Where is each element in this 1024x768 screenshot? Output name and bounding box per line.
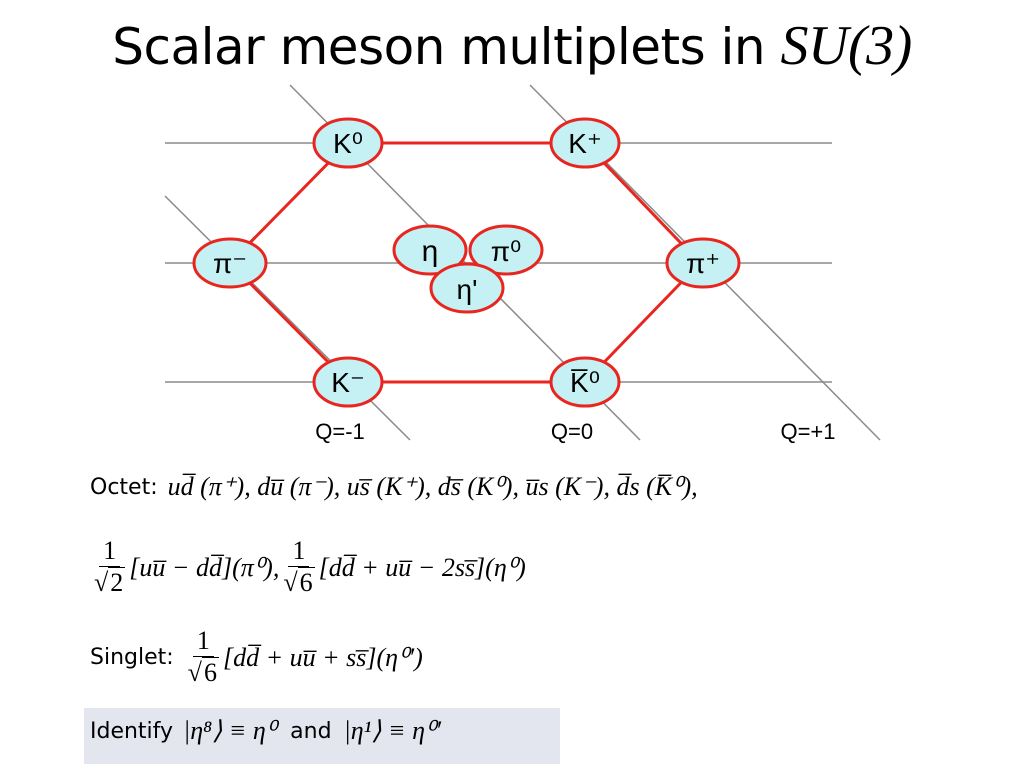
pi0-combination: [uu̅ − dd̅](π⁰), [129,552,280,582]
fraction-one-over-sqrt6: 1 √6 [283,536,315,597]
fraction-numerator: 1 [192,626,214,657]
identify-label: Identify [90,718,174,744]
eta0-combination: [dd̅ + uu̅ − 2ss̅](η⁰) [318,552,526,582]
charge-label-q-plus-1: Q=+1 [780,419,835,444]
octet-row-1: Octet: ud̅ (π⁺), du̅ (π⁻), us̅ (K⁺), ds̅… [90,472,698,502]
identify-eta1: |η¹⟩ ≡ η⁰′ [343,716,442,745]
fraction-numerator: 1 [99,536,121,567]
charge-label-q-minus-1: Q=-1 [315,419,365,444]
node-eta: η [392,224,468,276]
svg-text:K̅⁰: K̅⁰ [570,367,600,398]
singlet-combination: [dd̅ + uu̅ + ss̅](η⁰′) [222,642,423,672]
svg-text:K⁰: K⁰ [333,128,363,159]
fraction-numerator: 1 [288,536,310,567]
fraction-singlet: 1 √6 [187,626,219,687]
title-group: SU(3) [780,15,913,77]
singlet-label: Singlet: [90,645,174,670]
svg-text:η: η [422,235,439,268]
identify-eta8: |η⁸⟩ ≡ η⁰ [183,716,277,745]
node-pi-plus: π⁺ [665,237,741,289]
node-pi-minus: π⁻ [192,237,268,289]
meson-weight-diagram: K⁰ K⁺ π⁻ π⁺ K⁻ K̅⁰ η π⁰ η' Q=-1 Q=0 Q=+1 [164,84,881,444]
octet-row-2: 1 √2 [uu̅ − dd̅](π⁰), 1 √6 [dd̅ + uu̅ − … [90,536,526,599]
identify-highlight-box [84,708,560,764]
svg-text:K⁺: K⁺ [568,128,601,159]
octet-states-line: ud̅ (π⁺), du̅ (π⁻), us̅ (K⁺), ds̅ (K⁰), … [167,472,698,501]
octet-label: Octet: [90,474,158,500]
node-pi0: π⁰ [468,224,544,276]
fraction-one-over-sqrt2: 1 √2 [94,536,126,597]
svg-text:π⁰: π⁰ [491,236,522,267]
svg-text:π⁺: π⁺ [686,248,720,279]
node-k-minus: K⁻ [312,356,384,408]
sqrt-argument: 6 [201,657,219,687]
node-eta-prime: η' [429,262,505,314]
page-title: Scalar meson multiplets in SU(3) [0,14,1024,79]
sqrt-argument: 2 [108,567,126,597]
sqrt-argument: 6 [297,567,315,597]
svg-text:π⁻: π⁻ [213,248,247,279]
identify-row: Identify |η⁸⟩ ≡ η⁰ and |η¹⟩ ≡ η⁰′ [90,716,441,746]
charge-label-q-0: Q=0 [551,419,593,444]
charge-line-q-minus-1 [164,195,411,441]
and-label: and [290,718,332,744]
singlet-row: Singlet: 1 √6 [dd̅ + uu̅ + ss̅](η⁰′) [90,626,423,689]
title-text: Scalar meson multiplets in [112,18,781,76]
svg-text:K⁻: K⁻ [331,367,364,398]
node-k0: K⁰ [312,117,384,169]
node-k-plus: K⁺ [549,117,621,169]
node-k0-bar: K̅⁰ [549,356,621,408]
svg-text:η': η' [457,274,478,305]
